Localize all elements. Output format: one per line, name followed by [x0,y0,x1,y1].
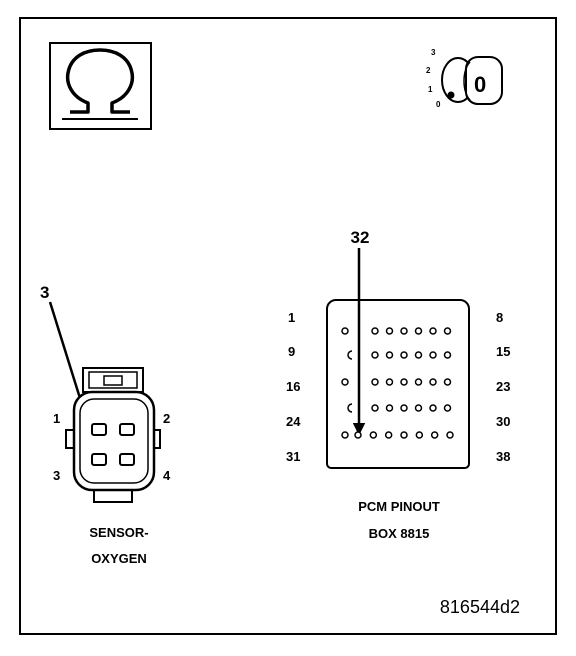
pcm-left-number-3: 16 [286,379,300,394]
oxygen-sensor-connector: 3 1 2 3 4 SENSOR- OXYGEN [40,283,171,566]
pcm-pin [400,327,408,335]
pcm-pin [385,378,394,386]
figure-code: 816544d2 [440,597,520,617]
pcm-pin [371,378,379,386]
sensor-caption-line1: SENSOR- [89,525,148,540]
ignition-pos-1: 1 [428,85,433,94]
pcm-left-number-2: 9 [288,344,295,359]
pcm-pin [414,327,423,335]
pcm-right-number-5: 38 [496,449,510,464]
pcm-pin [414,404,423,412]
pcm-pin-grid [341,327,454,439]
pcm-pin [400,351,408,359]
pcm-pin-half [347,403,353,413]
sensor-caption-line2: OXYGEN [91,551,147,566]
sensor-pin-4-label: 4 [163,468,171,483]
pcm-pin [354,431,362,439]
ignition-pos-2: 2 [426,66,431,75]
pcm-pin [443,404,452,412]
pcm-right-number-4: 30 [496,414,510,429]
pcm-pin [385,404,394,412]
pcm-right-number-2: 15 [496,344,510,359]
pcm-pin [385,351,394,359]
pcm-pin [446,431,454,439]
pcm-pin [429,351,437,359]
pcm-pin [400,431,408,439]
pcm-pin [341,378,349,386]
pcm-pin [443,351,452,359]
pcm-pin [384,431,393,439]
pcm-pin [443,327,452,335]
pcm-right-number-3: 23 [496,379,510,394]
pcm-right-number-1: 8 [496,310,503,325]
ignition-pos-3: 3 [431,48,436,57]
pcm-connector: 32 1 9 16 24 31 8 15 23 30 38 PCM PINOUT… [286,228,510,541]
pcm-caption-line2: BOX 8815 [369,526,430,541]
pcm-pin-half [347,350,353,360]
pcm-left-number-1: 1 [288,310,295,325]
pcm-pin [415,431,424,439]
pcm-callout-number: 32 [351,228,370,247]
ohm-icon [49,42,152,130]
pcm-pin [371,327,379,335]
sensor-pin-1-label: 1 [53,411,60,426]
pcm-pin [414,351,423,359]
pcm-pin [341,327,349,335]
pcm-pin [341,431,349,439]
pcm-pin [371,404,379,412]
ignition-pos-0: 0 [436,100,441,109]
pcm-pin [400,378,408,386]
sensor-pin-2-label: 2 [163,411,170,426]
ignition-key-label: 0 [474,72,486,97]
sensor-pin-3-label: 3 [53,468,60,483]
pcm-left-number-4: 24 [286,414,301,429]
pcm-pin [385,327,394,335]
pcm-pin [414,378,423,386]
pcm-caption-line1: PCM PINOUT [358,499,440,514]
pcm-left-number-5: 31 [286,449,300,464]
pcm-pin [443,378,452,386]
pcm-pin [429,327,437,335]
pcm-pin [430,431,439,439]
pcm-pin [371,351,379,359]
ignition-key-icon: 3 2 1 0 0 [426,48,503,109]
pcm-pin [369,431,378,439]
pcm-pin [429,404,437,412]
pcm-pin [400,404,408,412]
pcm-pin [429,378,437,386]
sensor-callout-number: 3 [40,283,49,302]
